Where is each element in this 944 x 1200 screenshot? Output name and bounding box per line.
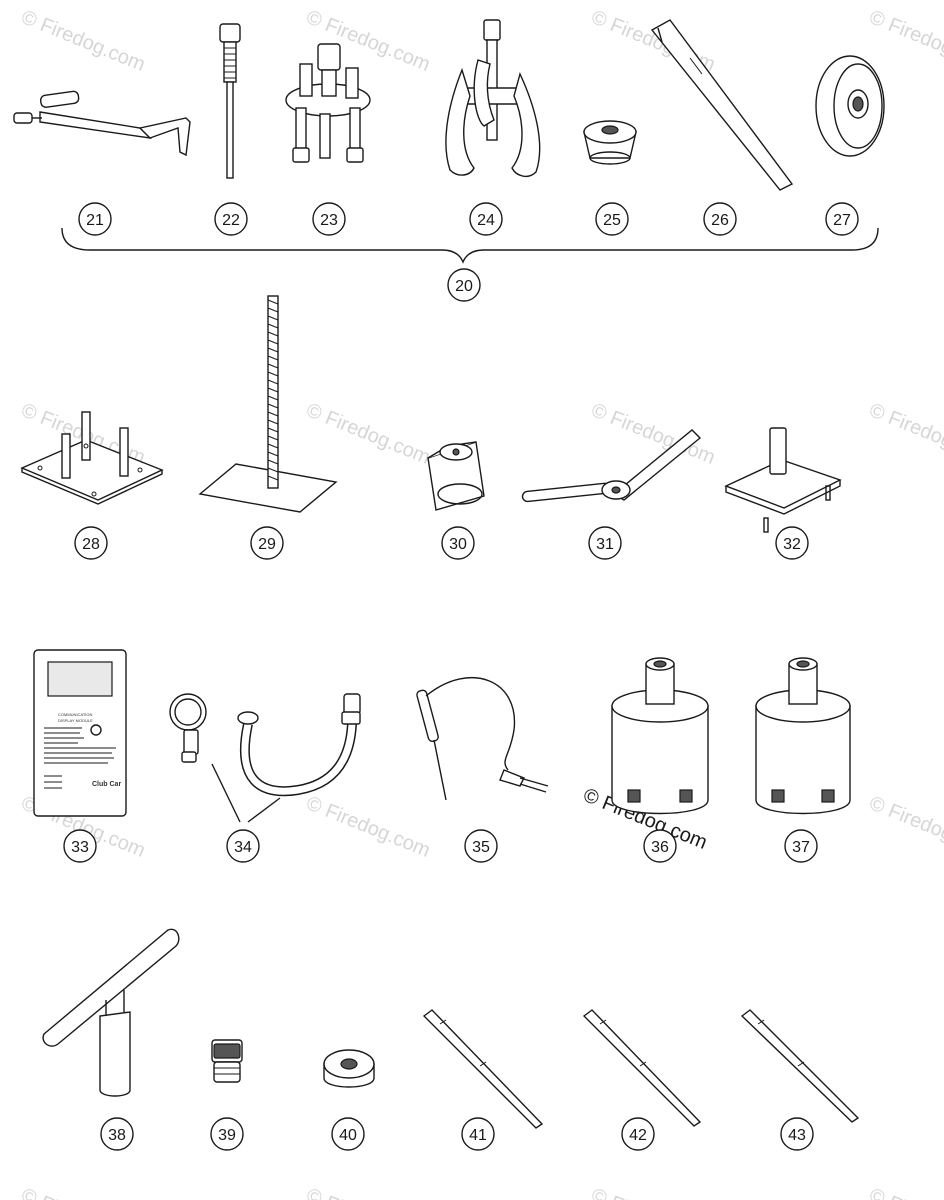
callout-28: 28 bbox=[74, 526, 108, 560]
watermark: © Firedog.com bbox=[866, 6, 944, 76]
callout-38: 38 bbox=[100, 1117, 134, 1151]
callout-24: 24 bbox=[469, 202, 503, 236]
watermark: © Firedog.com bbox=[303, 399, 433, 469]
part-30-tool-block bbox=[427, 441, 485, 511]
callout-26-number: 26 bbox=[711, 212, 729, 229]
watermark-layer: © Firedog.com © Firedog.com © Firedog.co… bbox=[18, 6, 944, 1200]
callout-43-number: 43 bbox=[788, 1127, 806, 1144]
callout-41: 41 bbox=[461, 1117, 495, 1151]
callout-27: 27 bbox=[825, 202, 859, 236]
callout-30-number: 30 bbox=[449, 536, 467, 553]
callout-36: 36 bbox=[643, 829, 677, 863]
callout-34-number: 34 bbox=[234, 839, 252, 856]
display-module-heading-1: COMMUNICATION bbox=[58, 712, 92, 717]
callout-23-number: 23 bbox=[320, 212, 338, 229]
part-22-threaded-rod bbox=[219, 23, 241, 179]
callout-22-number: 22 bbox=[222, 212, 240, 229]
part-36-socket-tool bbox=[611, 657, 709, 815]
part-35-test-probe bbox=[416, 677, 549, 801]
part-24-gear-puller bbox=[445, 19, 541, 178]
part-43-rod bbox=[740, 1009, 860, 1123]
watermark: © Firedog.com bbox=[18, 6, 148, 76]
callout-21: 21 bbox=[78, 202, 112, 236]
watermark: © Firedog.com bbox=[866, 399, 944, 469]
part-40-bushing bbox=[323, 1049, 375, 1088]
display-module-heading-2: DISPLAY MODULE bbox=[58, 718, 93, 723]
callout-25: 25 bbox=[595, 202, 629, 236]
callout-20: 20 bbox=[447, 268, 481, 302]
callout-layer: 21 22 23 24 25 26 27 20 28 29 30 31 32 3… bbox=[63, 202, 859, 1151]
callout-23: 23 bbox=[312, 202, 346, 236]
callout-43: 43 bbox=[780, 1117, 814, 1151]
callout-29: 29 bbox=[250, 526, 284, 560]
callout-32: 32 bbox=[775, 526, 809, 560]
part-37-socket-tool bbox=[755, 657, 851, 815]
callout-39: 39 bbox=[210, 1117, 244, 1151]
part-42-rod bbox=[582, 1009, 702, 1127]
part-26-spanner-wrench bbox=[650, 19, 794, 191]
callout-37-number: 37 bbox=[792, 839, 810, 856]
callout-42: 42 bbox=[621, 1117, 655, 1151]
part-38-t-handle bbox=[42, 928, 180, 1097]
callout-29-number: 29 bbox=[258, 536, 276, 553]
callout-22: 22 bbox=[214, 202, 248, 236]
part-25-cap bbox=[583, 120, 637, 165]
callout-33: 33 bbox=[63, 829, 97, 863]
watermark: © Firedog.com bbox=[18, 1184, 148, 1200]
watermark: © Firedog.com bbox=[866, 1184, 944, 1200]
callout-26: 26 bbox=[703, 202, 737, 236]
callout-27-number: 27 bbox=[833, 212, 851, 229]
part-28-pin-plate bbox=[20, 411, 164, 505]
part-41-rod bbox=[422, 1009, 544, 1129]
callout-40: 40 bbox=[331, 1117, 365, 1151]
part-27-pulley-wheel bbox=[815, 55, 885, 157]
callout-30: 30 bbox=[441, 526, 475, 560]
group-bracket bbox=[61, 227, 879, 264]
callout-24-number: 24 bbox=[477, 212, 495, 229]
watermark: © Firedog.com bbox=[588, 1184, 718, 1200]
part-32-hex-post-plate bbox=[724, 427, 842, 533]
part-21-lever-tool bbox=[13, 90, 191, 157]
watermark: © Firedog.com bbox=[303, 1184, 433, 1200]
display-module-brand: Club Car bbox=[92, 781, 121, 788]
watermark: © Firedog.com bbox=[588, 399, 718, 469]
callout-25-number: 25 bbox=[603, 212, 621, 229]
callout-33-number: 33 bbox=[71, 839, 89, 856]
part-33-display-module: COMMUNICATION DISPLAY MODULE Club Car bbox=[33, 649, 127, 817]
part-34-gauge-and-hose bbox=[169, 693, 361, 823]
callout-32-number: 32 bbox=[783, 536, 801, 553]
callout-37: 37 bbox=[784, 829, 818, 863]
watermark: © Firedog.com bbox=[303, 792, 433, 862]
callout-38-number: 38 bbox=[108, 1127, 126, 1144]
part-23-puller-plate bbox=[285, 43, 371, 163]
callout-31-number: 31 bbox=[596, 536, 614, 553]
callout-35-number: 35 bbox=[472, 839, 490, 856]
callout-21-number: 21 bbox=[86, 212, 104, 229]
callout-39-number: 39 bbox=[218, 1127, 236, 1144]
part-29-threaded-stand bbox=[198, 295, 338, 513]
callout-20-number: 20 bbox=[455, 278, 473, 295]
callout-41-number: 41 bbox=[469, 1127, 487, 1144]
callout-36-number: 36 bbox=[651, 839, 669, 856]
part-39-fitting bbox=[211, 1039, 243, 1083]
watermark: © Firedog.com bbox=[866, 792, 944, 862]
part-31-bent-rod bbox=[521, 429, 702, 503]
callout-31: 31 bbox=[588, 526, 622, 560]
callout-35: 35 bbox=[464, 829, 498, 863]
callout-34: 34 bbox=[226, 829, 260, 863]
callout-28-number: 28 bbox=[82, 536, 100, 553]
callout-42-number: 42 bbox=[629, 1127, 647, 1144]
callout-40-number: 40 bbox=[339, 1127, 357, 1144]
